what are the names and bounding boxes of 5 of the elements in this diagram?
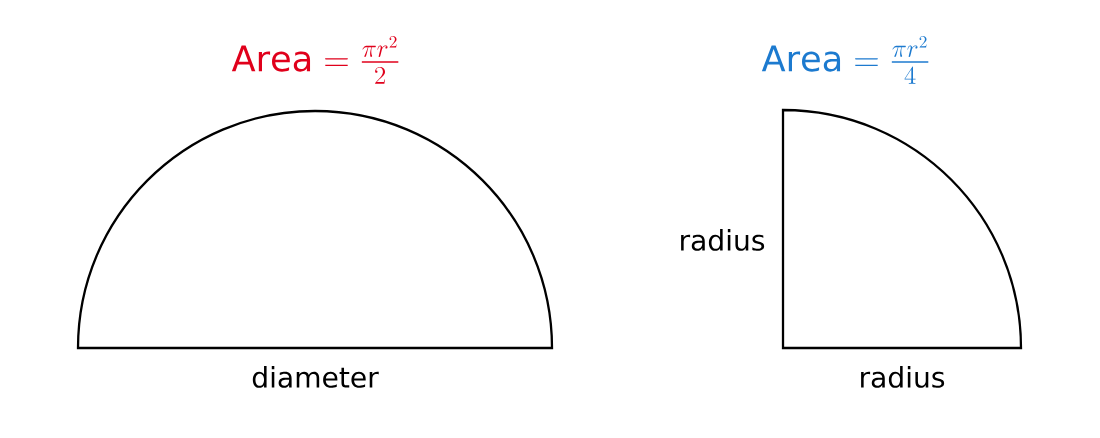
radius-label: radius bbox=[681, 229, 765, 251]
area-formula: $\mathrm{Area} = \frac{\pi r^{2}}{4}$ bbox=[761, 35, 929, 84]
diameter-label: diameter bbox=[252, 366, 379, 388]
area-formula: $\mathrm{Area} = \frac{\pi r^{2}}{2}$ bbox=[231, 35, 399, 84]
radius-label: radius bbox=[861, 366, 945, 388]
